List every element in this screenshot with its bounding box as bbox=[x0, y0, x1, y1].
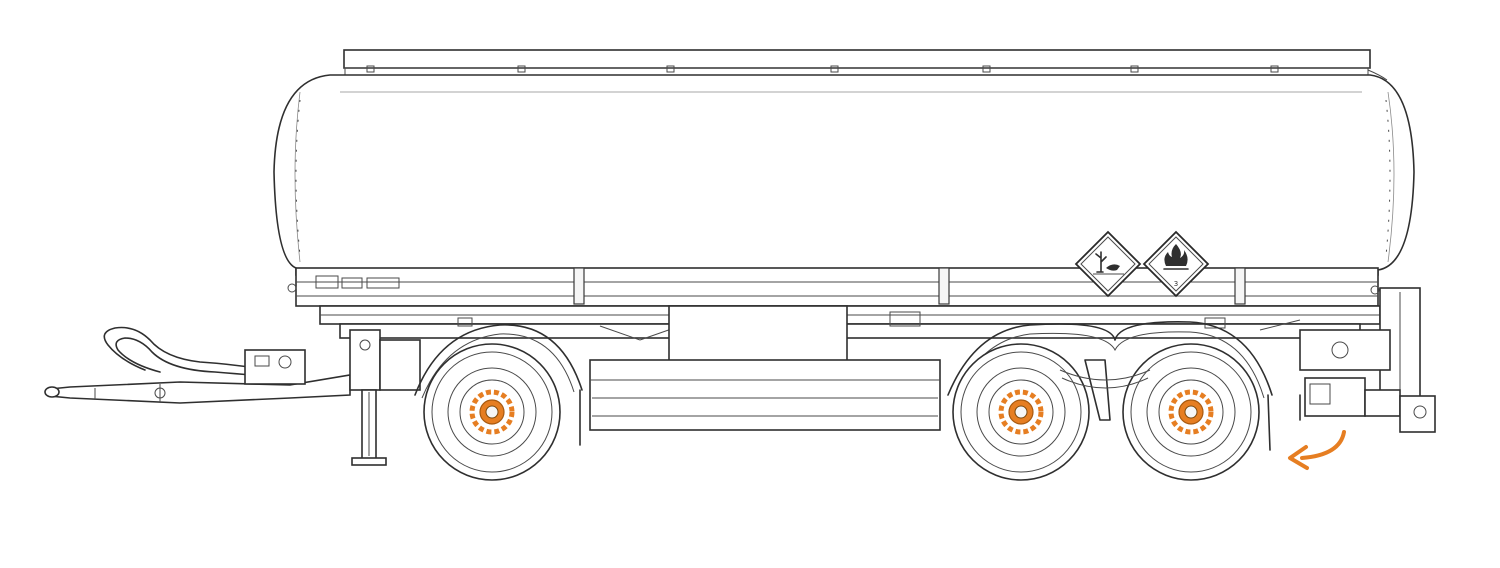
wheel-hub-highlight bbox=[998, 389, 1044, 435]
tank-body bbox=[273, 74, 1415, 307]
landing-leg bbox=[351, 389, 387, 466]
rear-suspension bbox=[1059, 359, 1151, 421]
chassis-frame bbox=[319, 305, 1381, 431]
placard-class-number: 3 bbox=[1174, 280, 1178, 288]
wheel-hub-highlight bbox=[1168, 389, 1214, 435]
wheel-hub-highlight bbox=[469, 389, 515, 435]
wheel-rear-2 bbox=[1122, 343, 1260, 481]
hazard-placard-environment bbox=[1074, 230, 1142, 298]
hazard-placard-flammable: 3 bbox=[1142, 230, 1210, 298]
environmental-hazard-icon bbox=[1093, 251, 1124, 275]
rear-assembly bbox=[1299, 287, 1436, 433]
fenders bbox=[414, 321, 1273, 451]
drawbar bbox=[44, 326, 421, 404]
curved-arrow-left-icon bbox=[1288, 430, 1346, 470]
flammable-flame-icon bbox=[1163, 244, 1189, 270]
wheel-front bbox=[423, 343, 561, 481]
wheel-rear-1 bbox=[952, 343, 1090, 481]
